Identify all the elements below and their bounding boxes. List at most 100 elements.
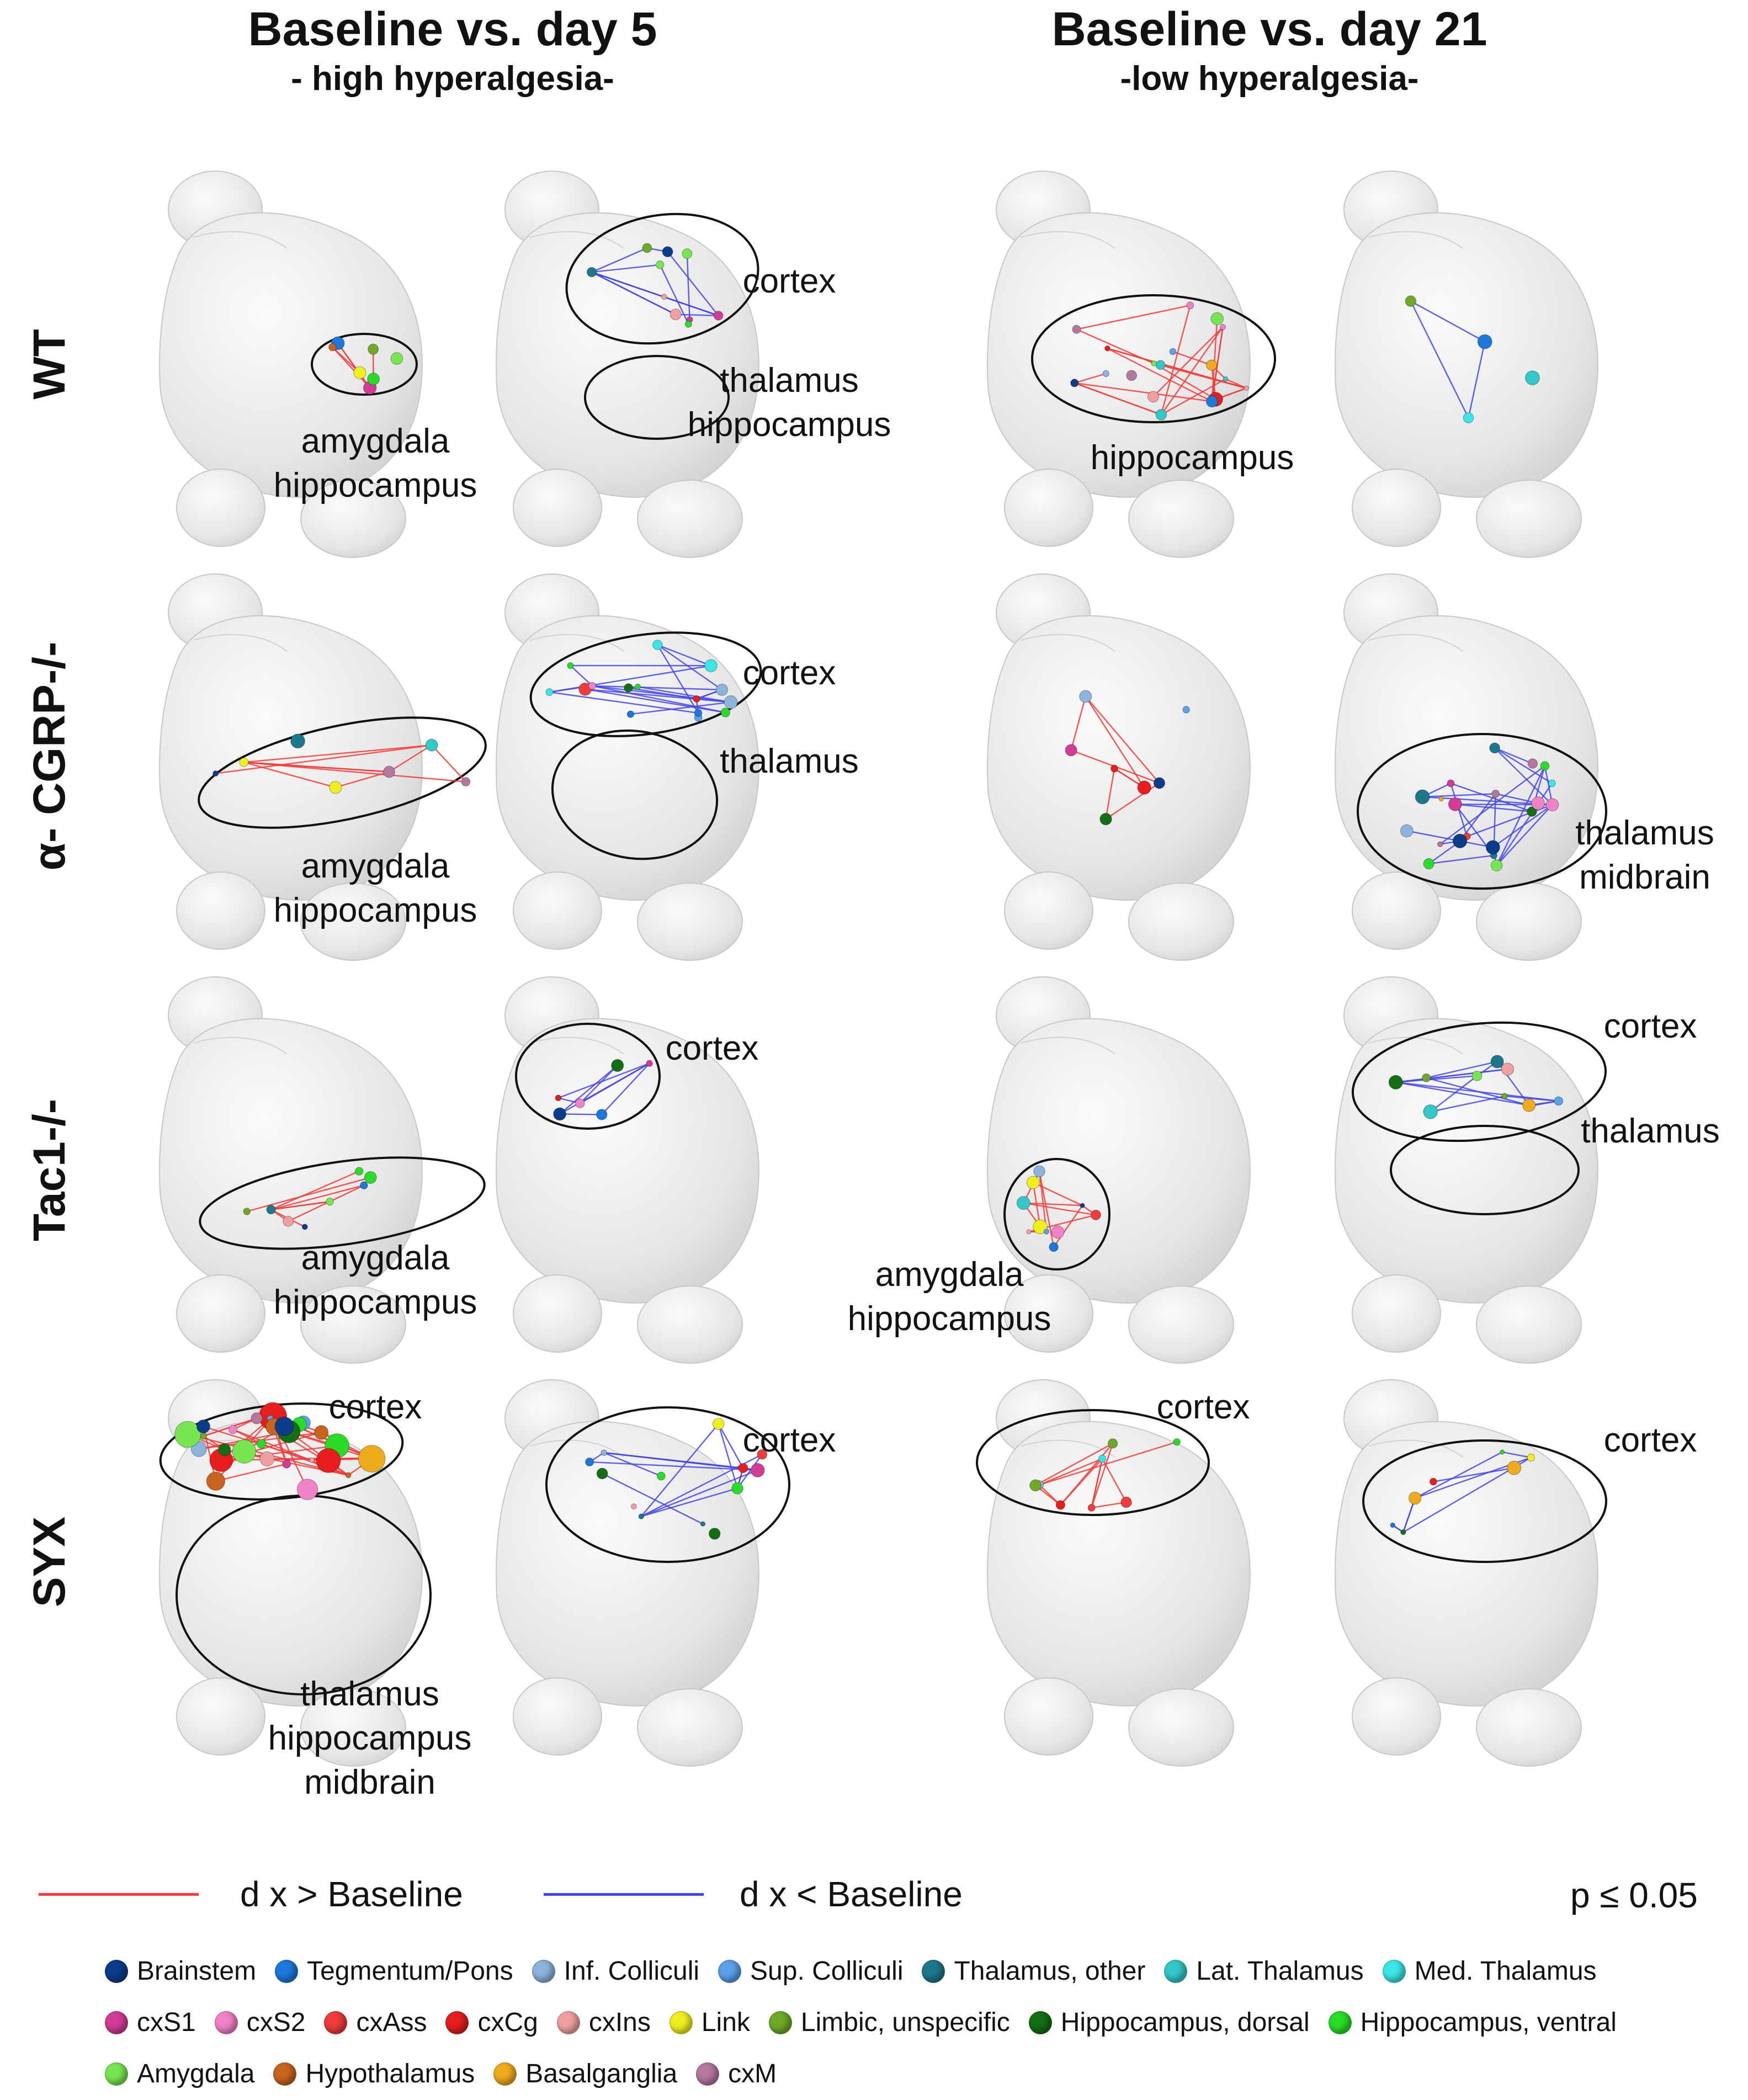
network-node [585, 1457, 594, 1466]
region-outline [311, 333, 418, 396]
region-outline [198, 716, 487, 829]
network-node [1220, 323, 1226, 330]
network-edge [667, 251, 719, 316]
network-edge [1430, 1095, 1505, 1113]
network-node [1098, 1454, 1107, 1463]
node-legend-label: cxCg [477, 2008, 538, 2037]
network-node [624, 683, 633, 693]
network-node [1104, 345, 1111, 352]
network-node [1126, 370, 1137, 381]
node-legend-item: Hypothalamus [273, 2059, 475, 2089]
network-node [694, 709, 703, 717]
network-edge [601, 1062, 650, 1115]
network-node [1408, 1491, 1422, 1505]
network-node [1070, 379, 1079, 387]
network-edge [1102, 1458, 1127, 1503]
brain-panel-r3-s1: cortex [496, 1379, 836, 1767]
network-node [200, 1433, 207, 1440]
legend-increase-label: d x > Baseline [240, 1874, 463, 1914]
network-node [259, 1451, 275, 1466]
network-edge [1076, 305, 1191, 330]
node-color-swatch [532, 1959, 555, 1983]
network-edge [591, 247, 647, 273]
brain-silhouette [987, 573, 1251, 961]
column-subtitle-day21: -low hyperalgesia- [1120, 60, 1419, 98]
node-legend-label: Hypothalamus [305, 2059, 475, 2088]
column-title-day21: Baseline vs. day 21 [1051, 3, 1487, 56]
network-edge [1085, 696, 1145, 788]
network-edge [585, 688, 731, 703]
brain-panel-r2-s1: cortex [496, 976, 759, 1364]
brain-silhouette [159, 976, 423, 1364]
network-node [1554, 1096, 1564, 1106]
network-edge [657, 644, 699, 714]
row-label-tac1: Tac1-/- [24, 1098, 75, 1242]
network-node [1423, 858, 1434, 870]
node-color-swatch [493, 2062, 517, 2086]
node-color-swatch [105, 2062, 128, 2086]
node-legend-item: Amygdala [105, 2059, 254, 2089]
node-color-swatch [696, 2062, 720, 2086]
node-color-swatch [273, 2062, 297, 2086]
node-legend-label: Sup. Colliculi [750, 1957, 904, 1986]
node-legend-item: cxAss [324, 2007, 427, 2038]
network-edge [1422, 796, 1553, 806]
network-node [218, 1443, 231, 1456]
network-edge [1494, 747, 1553, 784]
region-outline [1362, 1439, 1607, 1563]
network-edge [1467, 804, 1553, 837]
network-edge [591, 271, 719, 317]
network-edge [1451, 783, 1532, 812]
network-edge [1091, 1501, 1127, 1509]
region-outline [199, 1156, 486, 1250]
row-label-cgrp: α- CGRP-/- [24, 641, 75, 871]
network-node [228, 1424, 238, 1434]
network-node [283, 1215, 294, 1227]
network-edge [431, 745, 466, 783]
region-outline [584, 355, 730, 440]
network-node [461, 777, 471, 786]
network-edge [1039, 1441, 1177, 1486]
node-color-swatch [718, 1959, 742, 1983]
network-edge [1038, 1171, 1048, 1232]
node-legend-label: Thalamus, other [954, 1957, 1146, 1986]
network-edge [641, 1487, 738, 1517]
network-node [631, 1503, 637, 1510]
network-edge [1406, 830, 1494, 848]
network-edge [1455, 803, 1532, 812]
brain-silhouette [159, 1379, 423, 1767]
region-label: hippocampus [274, 891, 477, 929]
network-edge [1496, 765, 1546, 866]
network-node [738, 1463, 748, 1473]
network-edge [270, 1171, 360, 1210]
network-edge [1105, 768, 1115, 820]
node-legend-item: Thalamus, other [922, 1956, 1145, 1986]
region-outline [1351, 1021, 1607, 1142]
network-node [1065, 744, 1077, 757]
network-node [1182, 706, 1190, 714]
network-node [368, 343, 379, 355]
region-label: hippocampus [848, 1300, 1051, 1338]
brain-silhouette [1335, 976, 1598, 1364]
region-label: hippocampus [1091, 439, 1294, 477]
network-edge [676, 313, 719, 317]
node-legend-label: Hippocampus, dorsal [1060, 2008, 1310, 2037]
network-node [642, 243, 652, 253]
network-edge [1410, 301, 1469, 418]
node-legend-label: Brainstem [137, 1957, 257, 1986]
network-node [1452, 833, 1468, 848]
network-node [383, 765, 395, 778]
network-edge [718, 1423, 738, 1489]
network-edge [1091, 1458, 1103, 1508]
network-node [682, 248, 693, 259]
network-edge [389, 745, 432, 773]
network-node [693, 695, 700, 703]
region-outline [515, 1023, 661, 1130]
network-edge [1074, 382, 1162, 416]
